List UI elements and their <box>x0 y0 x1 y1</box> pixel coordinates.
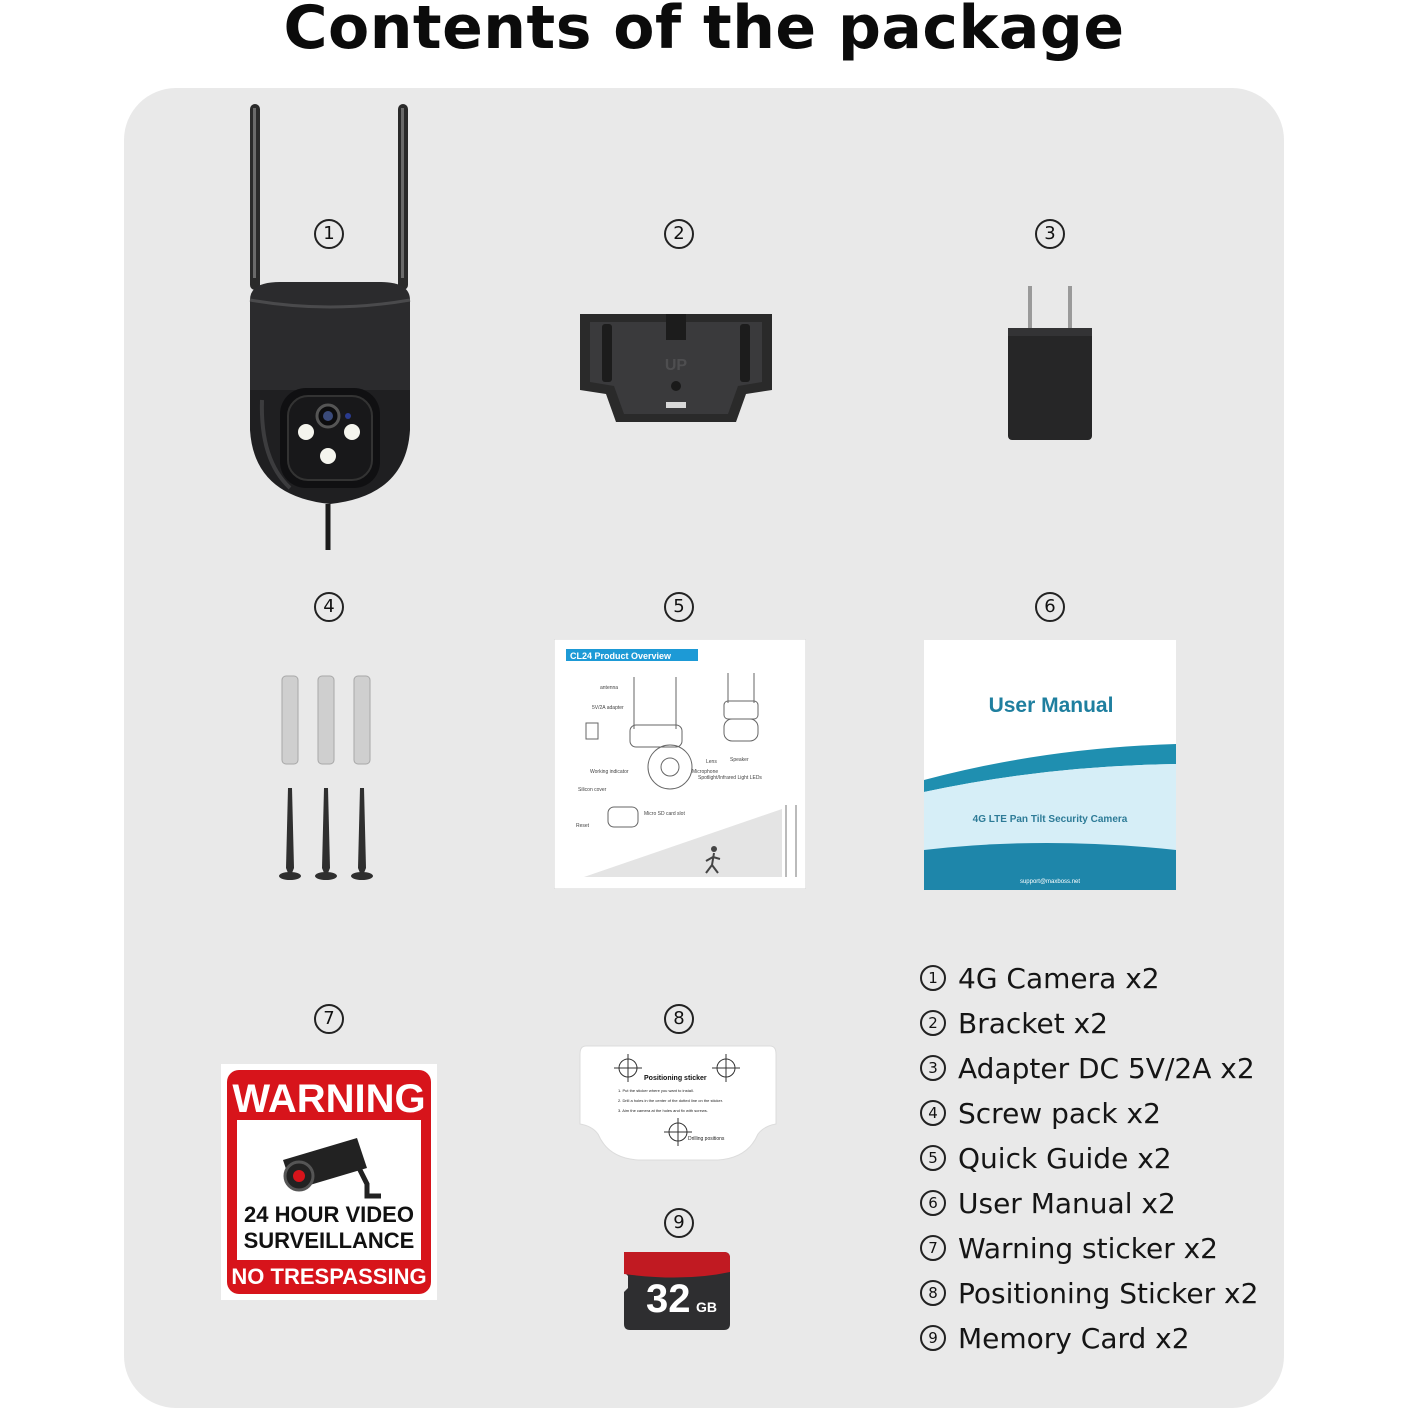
legend-number: 1 <box>920 965 946 991</box>
positioning-step: 2. Drill a holes in the center of the do… <box>618 1098 723 1103</box>
legend-text: Adapter DC 5V/2A x2 <box>958 1051 1255 1085</box>
quick-guide-label: Silicon cover <box>578 787 607 793</box>
quick-guide-label: Speaker <box>730 757 749 763</box>
memory-card-image: 32 GB <box>624 1252 730 1330</box>
legend-item: 3 Adapter DC 5V/2A x2 <box>920 1048 1255 1088</box>
item-number-marker: 9 <box>664 1208 694 1238</box>
legend-number: 2 <box>920 1010 946 1036</box>
item-number-marker: 8 <box>664 1004 694 1034</box>
item-number-marker: 6 <box>1035 592 1065 622</box>
legend-text: User Manual x2 <box>958 1186 1176 1220</box>
legend-item: 8 Positioning Sticker x2 <box>920 1273 1258 1313</box>
bracket-image: UP <box>580 314 772 422</box>
warning-line-4: NO TRESPASSING <box>231 1264 426 1289</box>
legend-text: Screw pack x2 <box>958 1096 1161 1130</box>
memory-card-unit: GB <box>696 1299 717 1315</box>
legend-text: Warning sticker x2 <box>958 1231 1218 1265</box>
user-manual-image: User Manual 4G LTE Pan Tilt Security Cam… <box>924 640 1176 890</box>
bracket-up-label: UP <box>665 357 688 374</box>
quick-guide-label: antenna <box>600 685 618 691</box>
power-adapter-image <box>1008 286 1092 440</box>
quick-guide-header: CL24 Product Overview <box>570 651 672 661</box>
legend-item: 2 Bracket x2 <box>920 1003 1108 1043</box>
positioning-step: 3. Aim the camera at the holes and fix w… <box>618 1108 708 1113</box>
memory-card-capacity: 32 <box>646 1277 691 1321</box>
legend-text: Quick Guide x2 <box>958 1141 1172 1175</box>
warning-headline: WARNING <box>232 1077 425 1121</box>
legend-text: Bracket x2 <box>958 1006 1108 1040</box>
warning-sticker-image: WARNING 24 HOUR VIDEO SURVEILLANCE NO TR… <box>221 1064 437 1300</box>
quick-guide-label: Working indicator <box>590 769 629 775</box>
legend-item: 7 Warning sticker x2 <box>920 1228 1218 1268</box>
legend-number: 5 <box>920 1145 946 1171</box>
quick-guide-label: Spotlight/Infrared Light LEDs <box>698 775 762 781</box>
item-number-marker: 4 <box>314 592 344 622</box>
legend-item: 1 4G Camera x2 <box>920 958 1160 998</box>
legend-number: 3 <box>920 1055 946 1081</box>
quick-guide-label: Micro SD card slot <box>644 811 685 817</box>
drilling-positions-label: Drilling positions <box>688 1136 725 1142</box>
positioning-step: 1. Put the sticker where you want to ins… <box>618 1088 694 1093</box>
manual-title: User Manual <box>989 694 1114 717</box>
quick-guide-image: CL24 Product Overview antenna 5V/2A adap… <box>554 639 806 889</box>
cctv-camera-icon <box>283 1138 381 1199</box>
positioning-sticker-title: Positioning sticker <box>644 1075 707 1082</box>
screw-pack-image <box>279 675 373 880</box>
legend-item: 6 User Manual x2 <box>920 1183 1176 1223</box>
item-number-marker: 2 <box>664 219 694 249</box>
legend-text: 4G Camera x2 <box>958 961 1160 995</box>
warning-line-2: 24 HOUR VIDEO <box>244 1202 414 1227</box>
item-number-marker: 5 <box>664 592 694 622</box>
manual-subtitle: 4G LTE Pan Tilt Security Camera <box>973 814 1128 825</box>
warning-line-3: SURVEILLANCE <box>244 1228 415 1253</box>
legend-text: Memory Card x2 <box>958 1321 1190 1355</box>
quick-guide-label: Reset <box>576 823 590 829</box>
camera-image <box>249 104 411 550</box>
item-number-marker: 1 <box>314 219 344 249</box>
manual-email: support@maxboss.net <box>1020 879 1080 885</box>
legend-text: Positioning Sticker x2 <box>958 1276 1259 1310</box>
legend-item: 9 Memory Card x2 <box>920 1318 1190 1358</box>
legend-number: 7 <box>920 1235 946 1261</box>
legend-item: 4 Screw pack x2 <box>920 1093 1161 1133</box>
quick-guide-label: Lens <box>706 759 717 765</box>
legend-number: 6 <box>920 1190 946 1216</box>
quick-guide-label: 5V/2A adapter <box>592 705 624 711</box>
item-number-marker: 7 <box>314 1004 344 1034</box>
legend-number: 8 <box>920 1280 946 1306</box>
legend-item: 5 Quick Guide x2 <box>920 1138 1172 1178</box>
page-title: Contents of the package <box>283 0 1125 63</box>
legend-number: 9 <box>920 1325 946 1351</box>
quick-guide-label: Microphone <box>692 769 718 775</box>
positioning-sticker-image: Positioning sticker 1. Put the sticker w… <box>579 1045 777 1161</box>
item-number-marker: 3 <box>1035 219 1065 249</box>
legend-number: 4 <box>920 1100 946 1126</box>
